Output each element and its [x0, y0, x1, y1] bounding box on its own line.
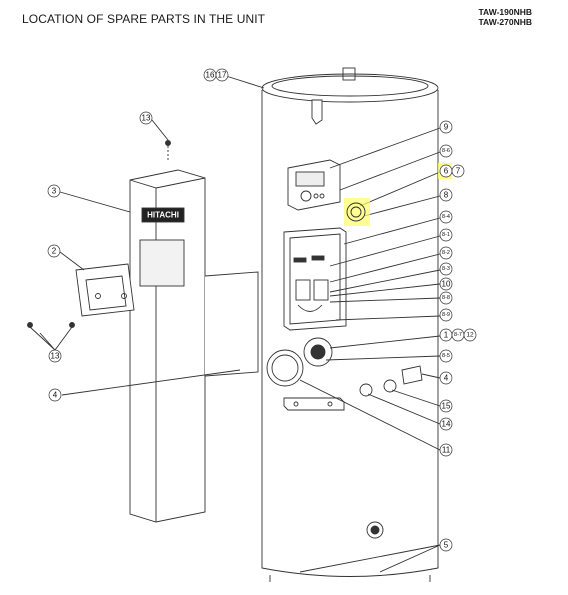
controller-display: [295, 171, 325, 187]
label-13-bottom: 13: [51, 352, 60, 361]
hitachi-logo-plate: [141, 207, 185, 223]
label-8-2: 8-2: [442, 250, 450, 256]
label-16: 16: [206, 71, 215, 80]
top-bracket: [311, 99, 323, 125]
label-7: 7: [456, 167, 461, 176]
model-name-1: TAW-190NHB: [478, 7, 532, 17]
label-11: 11: [442, 446, 451, 455]
part-6-highlight: [344, 198, 370, 226]
label-13-top: 13: [142, 114, 151, 123]
label-10: 10: [442, 280, 451, 289]
label-15: 15: [442, 402, 451, 411]
label-4-left: 4: [53, 391, 58, 400]
access-cover: [75, 263, 135, 317]
label-8-6: 8-6: [442, 148, 450, 154]
label-12: 12: [466, 332, 474, 339]
label-8-4: 8-4: [442, 214, 450, 220]
tank-top: [261, 73, 439, 103]
page-title: LOCATION OF SPARE PARTS IN THE UNIT: [22, 12, 266, 26]
hitachi-logo-text: HITACHI: [147, 211, 179, 220]
label-8-7: 8-7: [454, 332, 462, 338]
label-3: 3: [52, 187, 57, 196]
label-14: 14: [442, 420, 451, 429]
label-8-1: 8-1: [442, 232, 450, 238]
controller-dial: [300, 190, 312, 202]
label-4-right: 4: [444, 374, 449, 383]
label-5: 5: [444, 541, 449, 550]
label-17: 17: [218, 71, 227, 80]
label-9: 9: [444, 123, 449, 132]
label-8-5: 8-5: [442, 353, 450, 359]
small-cover: [401, 365, 423, 385]
panel-window: [139, 239, 185, 287]
label-2: 2: [52, 247, 57, 256]
label-8-8: 8-8: [442, 295, 450, 301]
side-panel: [204, 271, 259, 377]
connector-14: [359, 383, 373, 397]
label-8: 8: [444, 191, 449, 200]
electrical-box: [283, 227, 347, 331]
top-connector: [342, 67, 356, 81]
label-1: 1: [444, 331, 449, 340]
front-panel: [129, 169, 206, 523]
tank-body: [261, 90, 439, 577]
terminal-block: [295, 279, 311, 301]
label-8-3: 8-3: [442, 266, 450, 272]
model-name-2: TAW-270NHB: [478, 17, 532, 27]
connector-15: [383, 379, 397, 393]
contactor: [313, 279, 329, 301]
anode-bar: [283, 397, 345, 411]
label-8-9: 8-9: [442, 312, 450, 318]
label-6: 6: [444, 167, 449, 176]
